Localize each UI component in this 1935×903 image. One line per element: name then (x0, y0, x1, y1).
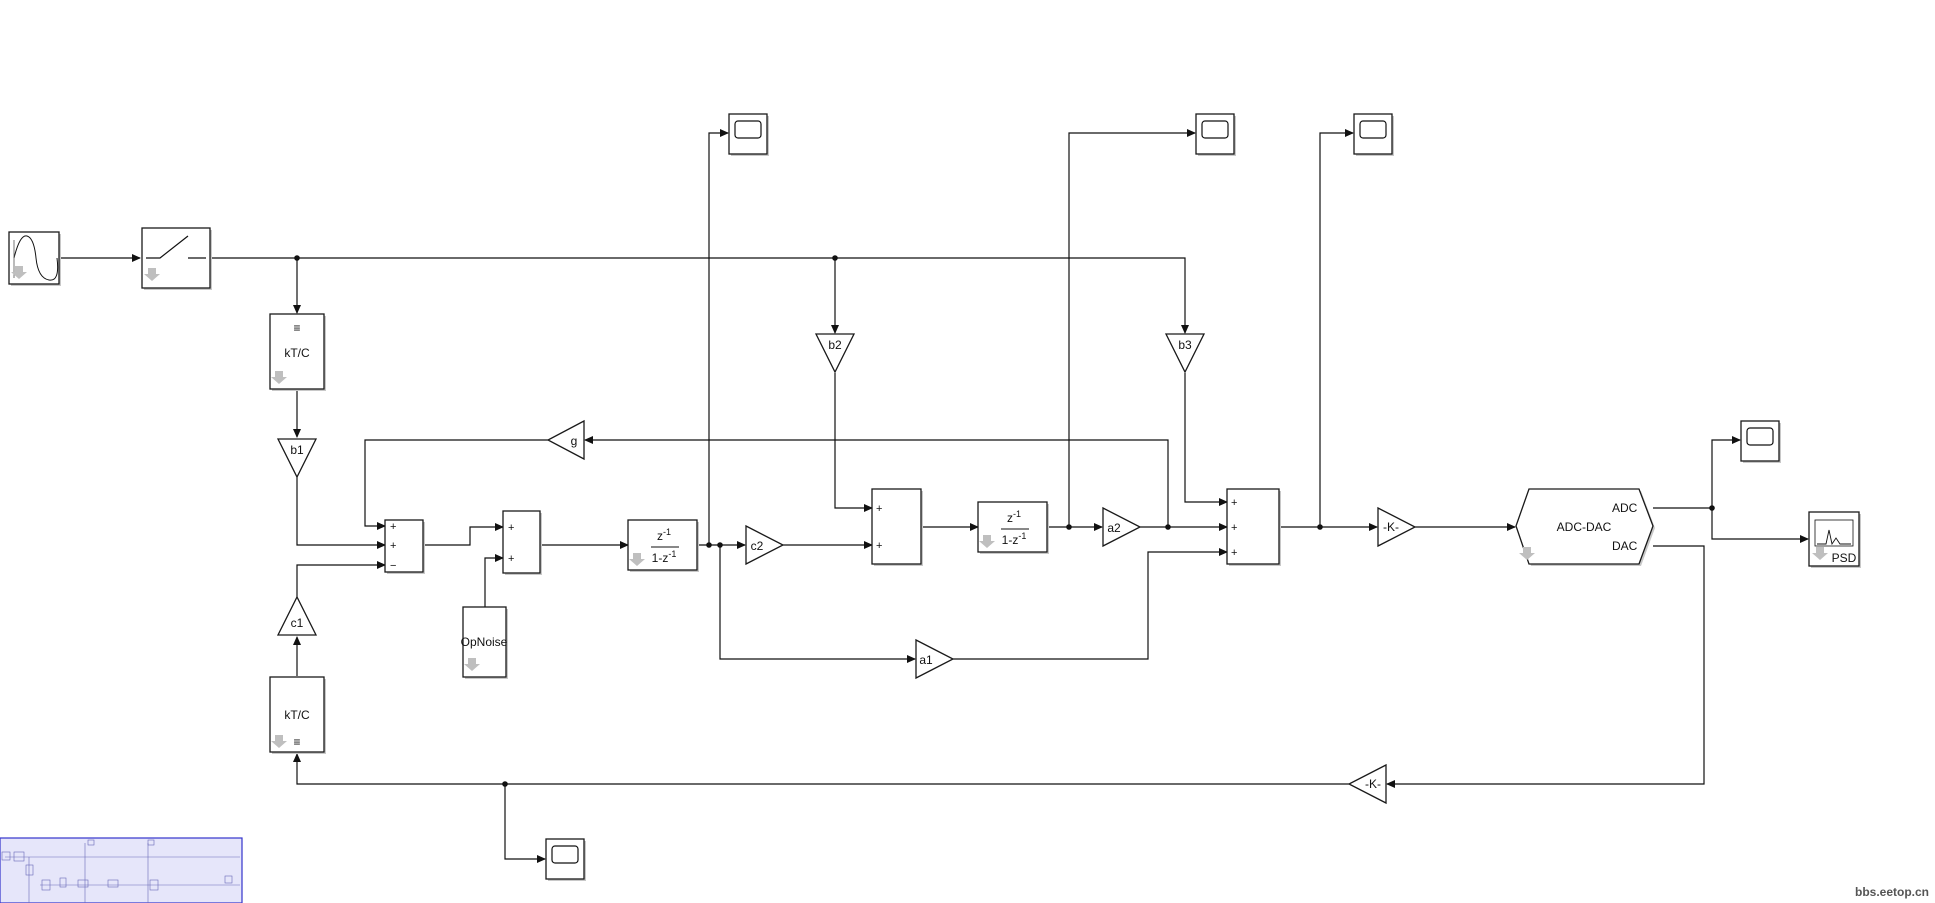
sum-block-3[interactable]: + + (871, 488, 923, 566)
gain-b2[interactable]: b2 (814, 333, 856, 374)
svg-text:b2: b2 (828, 338, 842, 352)
scope-4[interactable] (1740, 420, 1781, 463)
scope-2[interactable] (1195, 113, 1236, 156)
svg-text:z-1: z-1 (657, 527, 671, 543)
noise-symbol: ≡ (293, 735, 300, 749)
gain-c2[interactable]: c2 (745, 524, 785, 566)
minimap-overview[interactable] (0, 837, 243, 903)
svg-text:c2: c2 (751, 539, 764, 553)
sum-block-4[interactable]: + + + + (1226, 488, 1281, 566)
junction-dots (294, 255, 1715, 787)
gain-c1[interactable]: c1 (276, 595, 318, 636)
svg-text:+: + (876, 503, 882, 515)
svg-text:+: + (1231, 497, 1237, 509)
svg-text:z-1: z-1 (1007, 509, 1021, 525)
switch-block[interactable] (141, 227, 212, 290)
svg-text:g: g (571, 434, 578, 448)
discrete-integrator-1[interactable]: z-1 1-z-1 (627, 519, 699, 572)
svg-text:b3: b3 (1178, 338, 1192, 352)
scope-icon (1746, 427, 1774, 446)
gain-k-forward[interactable]: -K- (1377, 506, 1417, 548)
down-arrow-icon (271, 371, 287, 384)
ktc-noise-block-bottom[interactable]: kT/C ≡ (269, 676, 326, 754)
down-arrow-icon (271, 735, 287, 748)
scope-1[interactable] (728, 113, 769, 156)
adc-dac-block[interactable]: ADC ADC-DAC DAC (1515, 488, 1655, 566)
down-arrow-icon (979, 535, 995, 548)
svg-text:-K-: -K- (1383, 520, 1399, 534)
svg-text:+: + (508, 553, 514, 565)
gain-a2[interactable]: a2 (1102, 506, 1142, 548)
sum-block-2[interactable]: + + (502, 510, 542, 575)
svg-text:a1: a1 (919, 653, 933, 667)
svg-text:PSD: PSD (1832, 551, 1857, 565)
svg-text:1-z-1: 1-z-1 (1002, 531, 1027, 547)
scope-icon (734, 120, 762, 139)
svg-text:c1: c1 (291, 616, 304, 630)
scope-icon (551, 845, 579, 864)
down-arrow-icon (11, 266, 27, 279)
svg-text:OpNoise: OpNoise (461, 635, 508, 649)
down-arrow-icon (1519, 547, 1535, 560)
down-arrow-icon (1812, 547, 1828, 560)
gain-b3[interactable]: b3 (1164, 333, 1206, 374)
svg-text:+: + (390, 521, 396, 533)
gain-k-feedback[interactable]: -K- (1347, 763, 1387, 805)
svg-text:+: + (508, 522, 514, 534)
watermark-text: bbs.eetop.cn (1854, 885, 1929, 899)
opnoise-block[interactable]: OpNoise (461, 606, 508, 679)
svg-text:+: + (1231, 547, 1237, 559)
scope-icon (1201, 120, 1229, 139)
svg-text:a2: a2 (1107, 521, 1121, 535)
svg-text:+: + (876, 540, 882, 552)
svg-text:1-z-1: 1-z-1 (652, 549, 677, 565)
svg-text:b1: b1 (290, 443, 304, 457)
svg-text:−: − (390, 560, 396, 572)
scope-3[interactable] (1353, 113, 1394, 156)
ktc-top-label: kT/C (284, 346, 310, 360)
svg-text:-K-: -K- (1365, 777, 1381, 791)
down-arrow-icon (629, 553, 645, 566)
svg-text:ADC: ADC (1612, 501, 1638, 515)
svg-text:+: + (1231, 522, 1237, 534)
sine-wave-block[interactable] (8, 231, 61, 286)
svg-text:+: + (390, 540, 396, 552)
gain-a1[interactable]: a1 (915, 638, 955, 680)
gain-b1[interactable]: b1 (276, 438, 318, 479)
ktc-bottom-label: kT/C (284, 708, 310, 722)
svg-text:DAC: DAC (1612, 539, 1638, 553)
sum-block-1[interactable]: + + − (384, 519, 425, 574)
ktc-noise-block-top[interactable]: ≡ kT/C (269, 313, 326, 391)
scope-icon (1359, 120, 1387, 139)
down-arrow-icon (144, 268, 160, 281)
gain-g[interactable]: g (546, 419, 585, 461)
noise-symbol: ≡ (293, 321, 300, 335)
discrete-integrator-2[interactable]: z-1 1-z-1 (977, 501, 1049, 554)
down-arrow-icon (464, 658, 480, 671)
scope-5[interactable] (545, 838, 586, 881)
svg-text:ADC-DAC: ADC-DAC (1557, 520, 1612, 534)
psd-block[interactable]: PSD (1808, 511, 1861, 568)
